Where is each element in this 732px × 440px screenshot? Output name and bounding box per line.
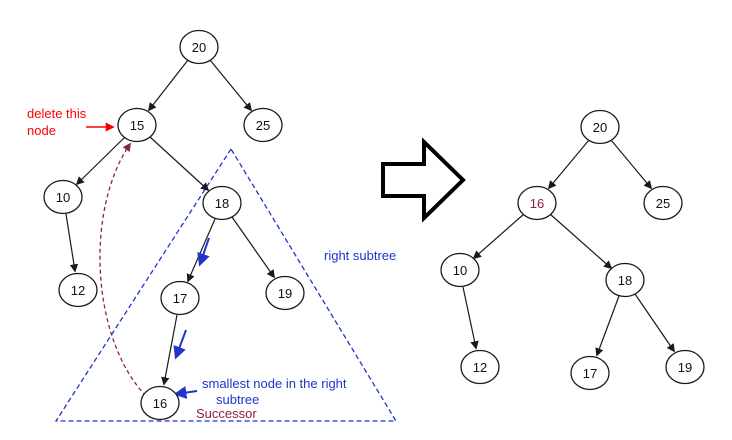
node-label: 17 <box>173 291 187 306</box>
node-circle <box>265 275 305 311</box>
node-circle <box>58 272 98 308</box>
successor-label: Successor <box>196 406 257 421</box>
successor-curve <box>99 142 147 397</box>
node-circle <box>570 355 610 391</box>
node-label: 18 <box>215 196 229 211</box>
smallest-node-label-line1: smallest node in the right <box>202 376 347 391</box>
edge-20-25 <box>209 59 253 112</box>
left-node-20: 20 <box>179 29 219 65</box>
node-circle <box>243 107 283 143</box>
node-circle <box>179 29 219 65</box>
delete-this-node-label-line2: node <box>27 123 56 138</box>
smallest-node-label-line2: subtree <box>216 392 259 407</box>
traverse-arrow-2 <box>173 329 187 360</box>
left-node-15: 15 <box>117 107 157 143</box>
left-tree: 20 15 25 10 18 12 17 19 <box>27 29 398 422</box>
node-label: 25 <box>656 196 670 211</box>
edge-16-18 <box>549 213 613 270</box>
node-label: 10 <box>56 190 70 205</box>
node-label: 20 <box>593 120 607 135</box>
left-node-18: 18 <box>202 185 242 221</box>
left-node-10: 10 <box>43 179 83 215</box>
right-node-16-highlighted: 16 <box>517 185 557 221</box>
node-label: 19 <box>278 286 292 301</box>
left-node-17: 17 <box>160 280 200 316</box>
node-circle <box>580 109 620 145</box>
edge-15-18 <box>149 136 210 192</box>
edge-18-19 <box>231 216 275 279</box>
edge-18-17 <box>595 295 620 357</box>
node-label: 12 <box>71 283 85 298</box>
traverse-arrow-1 <box>197 237 210 267</box>
right-node-20: 20 <box>580 109 620 145</box>
node-label: 16 <box>153 396 167 411</box>
node-label: 17 <box>583 366 597 381</box>
right-node-12: 12 <box>460 349 500 385</box>
node-label: 19 <box>678 360 692 375</box>
right-node-18: 18 <box>605 262 645 298</box>
node-label: 25 <box>256 118 270 133</box>
left-node-12: 12 <box>58 272 98 308</box>
node-circle <box>665 349 705 385</box>
right-node-10: 10 <box>440 252 480 288</box>
edge-15-10 <box>75 136 126 186</box>
right-subtree-label: right subtree <box>324 248 396 263</box>
left-node-19: 19 <box>265 275 305 311</box>
right-node-25: 25 <box>643 185 683 221</box>
edge-20-25 <box>610 139 653 190</box>
edge-10-12 <box>462 286 479 350</box>
successor-node-circle <box>517 185 557 221</box>
node-circle <box>605 262 645 298</box>
node-circle <box>160 280 200 316</box>
edge-10-12 <box>65 213 79 273</box>
node-label: 20 <box>192 40 206 55</box>
node-circle <box>643 185 683 221</box>
node-label: 16 <box>530 196 544 211</box>
edge-18-19 <box>634 293 675 353</box>
node-label: 12 <box>473 360 487 375</box>
right-tree: 20 16 25 10 18 12 17 19 <box>440 109 705 391</box>
left-node-16: 16 <box>140 385 180 421</box>
transform-arrow-icon <box>381 137 466 223</box>
node-circle <box>202 185 242 221</box>
right-node-19: 19 <box>665 349 705 385</box>
edge-20-15 <box>147 59 189 112</box>
delete-this-node-label-line1: delete this <box>27 106 87 121</box>
smallest-node-pointer-arrow <box>173 386 198 399</box>
node-circle <box>117 107 157 143</box>
node-label: 18 <box>618 273 632 288</box>
node-label: 15 <box>130 118 144 133</box>
edge-16-10 <box>472 213 525 260</box>
right-node-17: 17 <box>570 355 610 391</box>
node-circle <box>460 349 500 385</box>
node-circle <box>43 179 83 215</box>
node-circle <box>440 252 480 288</box>
edge-20-16 <box>547 139 590 190</box>
right-subtree-triangle <box>54 147 398 422</box>
node-label: 10 <box>453 263 467 278</box>
left-node-25: 25 <box>243 107 283 143</box>
edge-17-16 <box>161 314 178 386</box>
edge-18-17 <box>186 218 216 283</box>
node-circle <box>140 385 180 421</box>
